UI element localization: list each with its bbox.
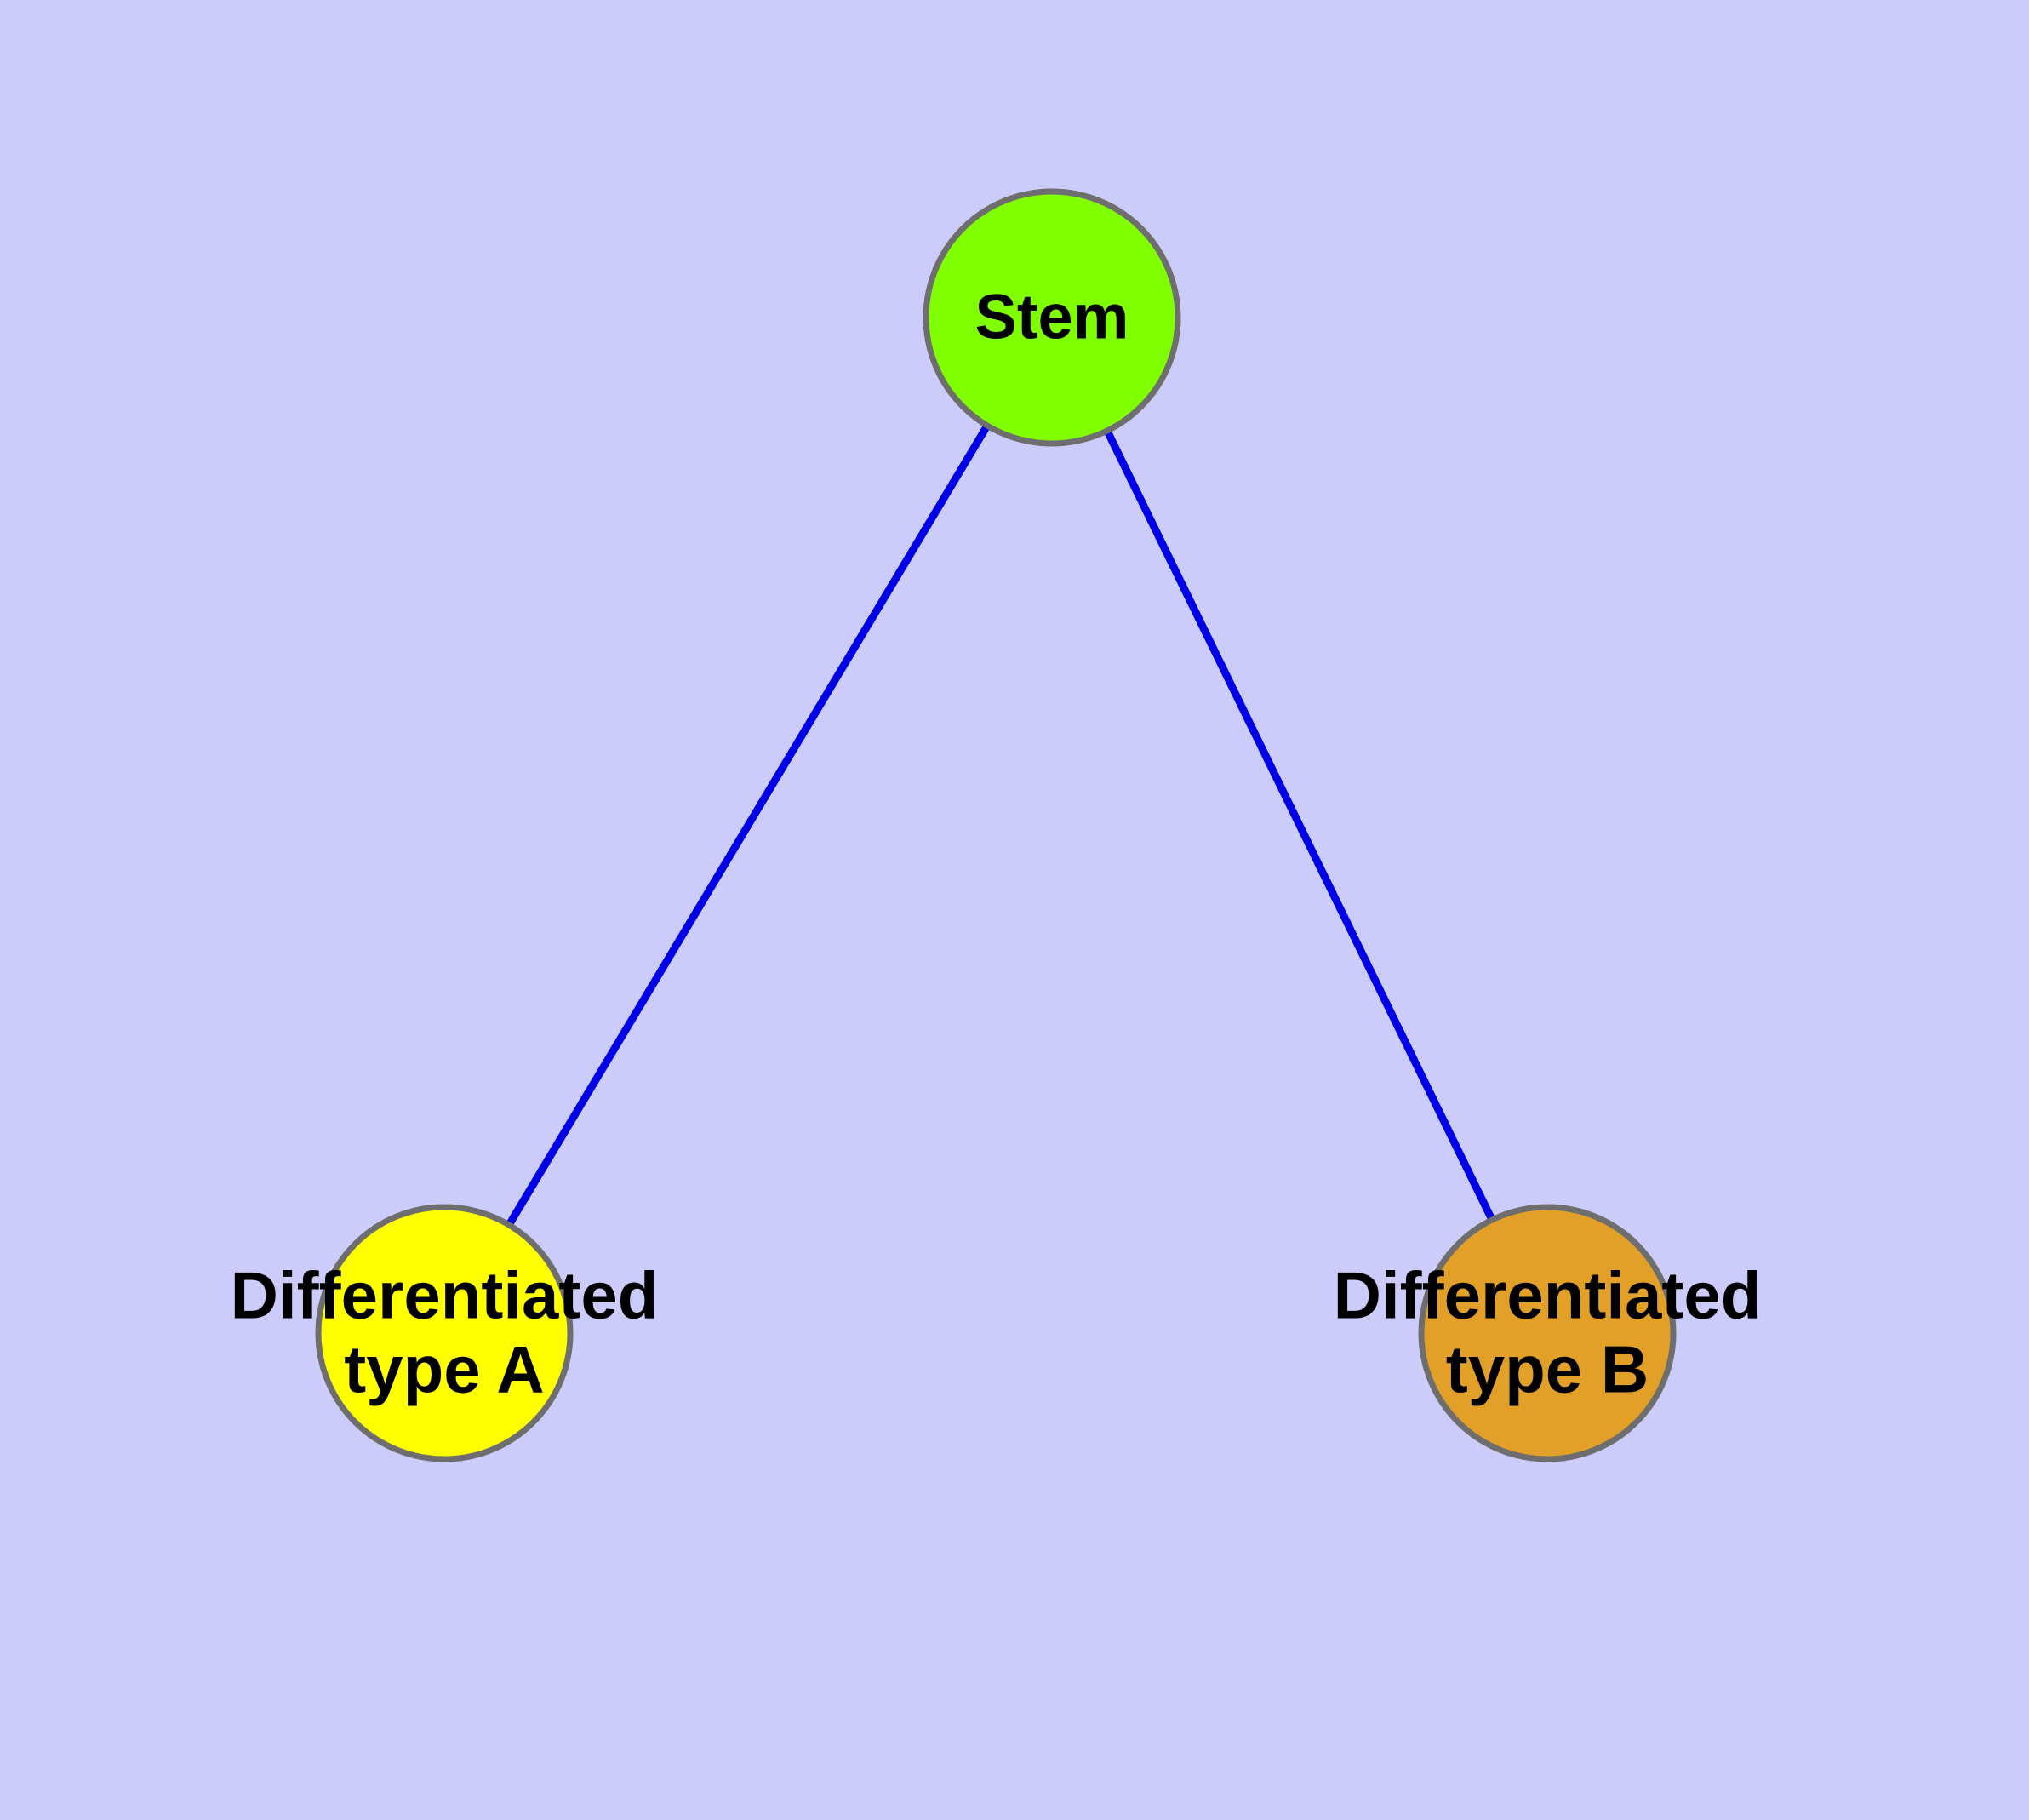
graph-edge [1102, 426, 1497, 1225]
edges-layer [504, 421, 1497, 1230]
graph-node-diff_a[interactable] [315, 1204, 574, 1462]
graph-node-diff_b[interactable] [1418, 1204, 1677, 1462]
graph-edge [504, 421, 992, 1230]
graph-node-stem[interactable] [923, 188, 1181, 447]
nodes-layer [315, 188, 1677, 1462]
